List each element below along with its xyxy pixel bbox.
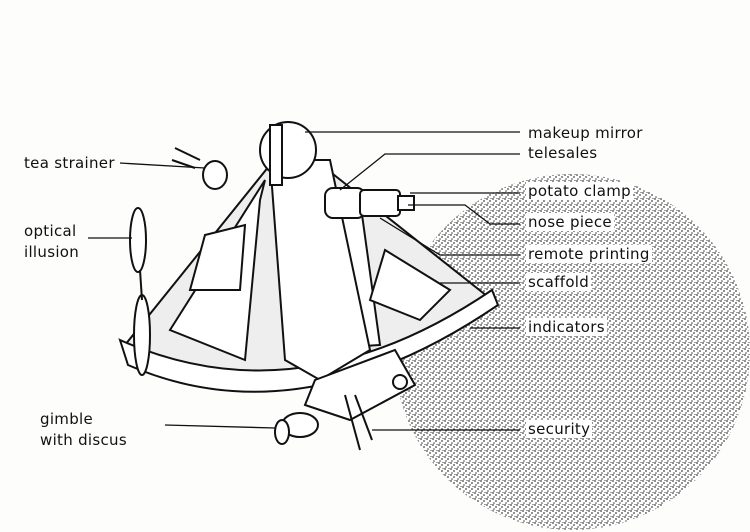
label-nose-piece: nose piece — [526, 213, 614, 231]
label-with-discus: with discus — [40, 431, 127, 449]
label-scaffold: scaffold — [526, 273, 592, 291]
label-illusion: illusion — [24, 243, 80, 261]
label-optical: optical — [24, 222, 77, 240]
label-tea-strainer: tea strainer — [24, 154, 115, 172]
label-indicators: indicators — [526, 318, 607, 336]
sextant-frame — [118, 121, 500, 451]
label-gimble: gimble — [40, 410, 94, 428]
label-makeup-mirror: makeup mirror — [528, 124, 643, 142]
label-security: security — [526, 420, 593, 438]
stippled-circle — [394, 174, 750, 530]
label-telesales: telesales — [528, 144, 598, 162]
label-remote-printing: remote printing — [526, 245, 652, 263]
label-potato-clamp: potato clamp — [526, 182, 633, 200]
leader-lines — [88, 131, 520, 431]
